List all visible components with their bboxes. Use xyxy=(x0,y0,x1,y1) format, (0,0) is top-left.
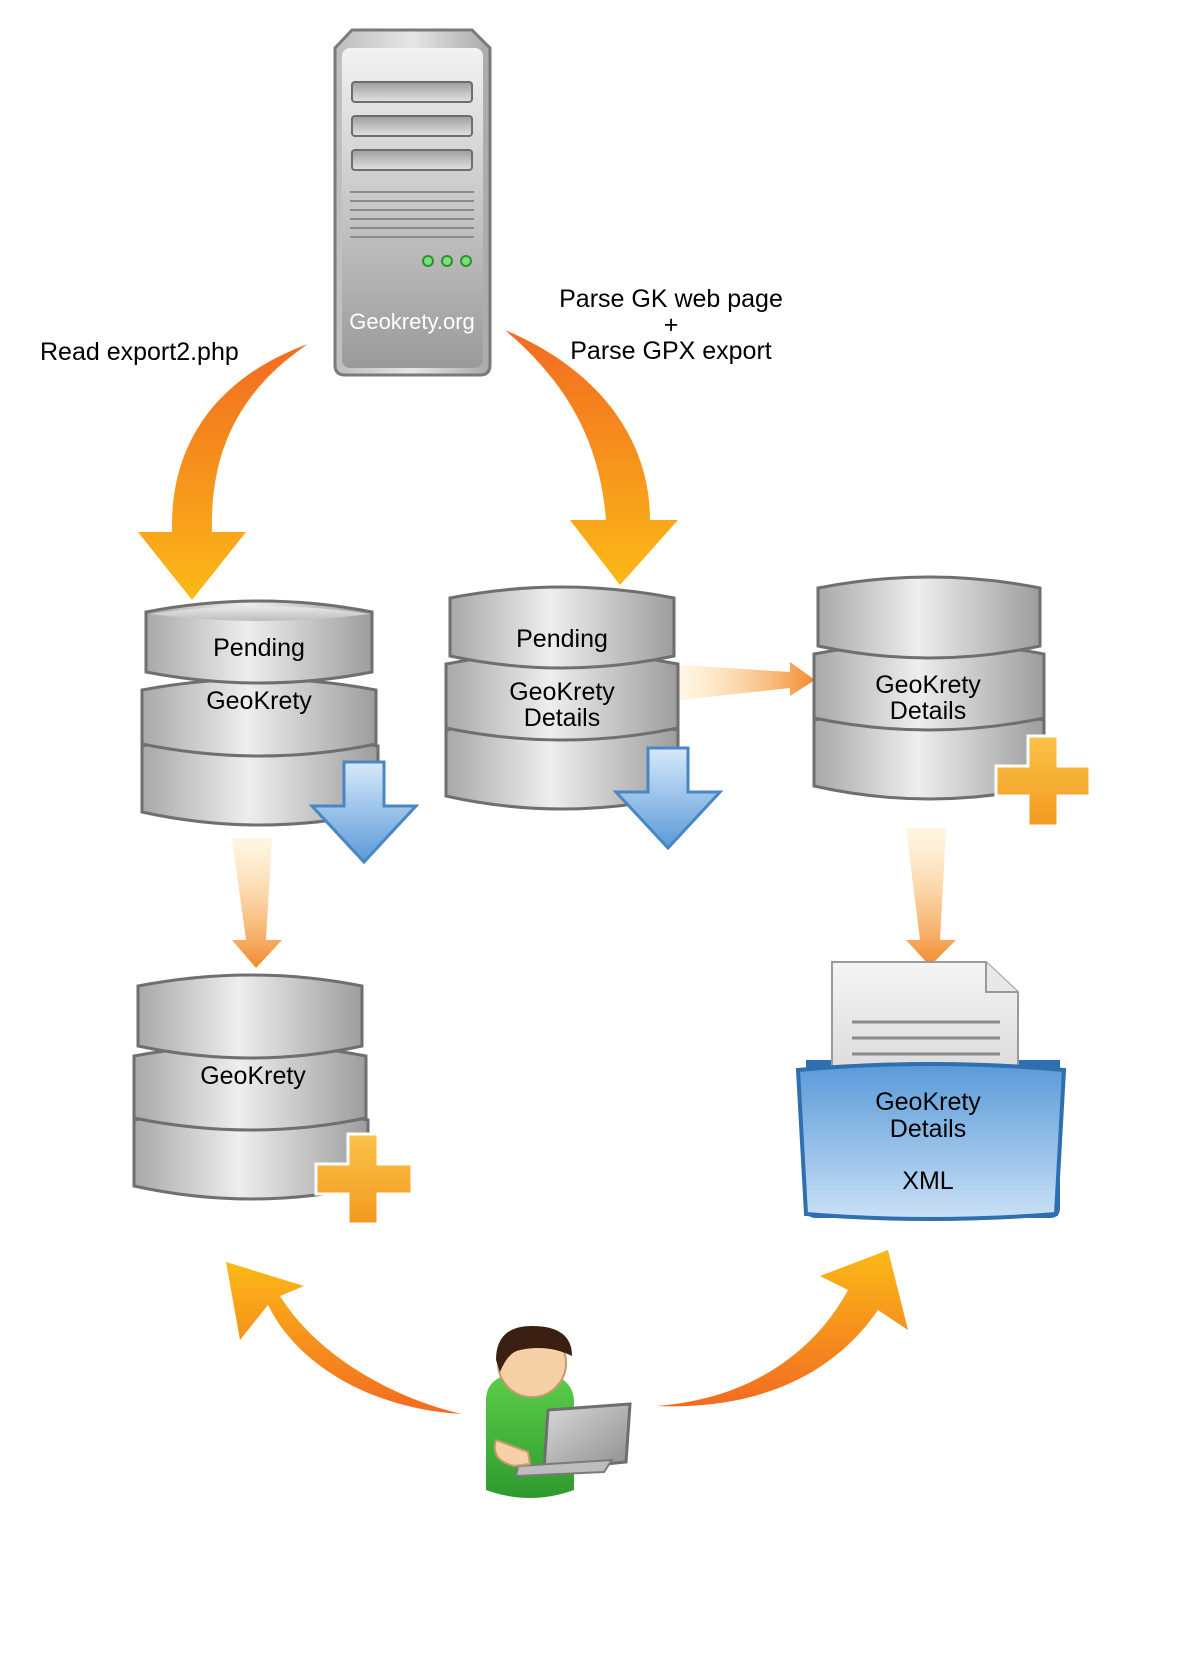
db-geokrety-details-middle-line1: GeoKrety xyxy=(875,671,981,699)
plus-icon xyxy=(314,1132,414,1226)
arrow-server-to-pending-geokrety xyxy=(138,344,308,600)
server-icon xyxy=(333,28,492,377)
annotation-parse-line1: Parse GK web page xyxy=(559,285,783,313)
xml-folder-line3: XML xyxy=(902,1167,954,1195)
database-geokrety-details xyxy=(812,575,1046,801)
db-geokrety-middle-label: GeoKrety xyxy=(200,1062,306,1090)
arrow-user-to-geokrety xyxy=(226,1262,462,1414)
flow-arrow-details-to-details xyxy=(680,662,815,700)
db-pending-geokrety-middle-label: GeoKrety xyxy=(206,687,312,715)
db-pending-details-top-label: Pending xyxy=(516,625,608,653)
plus-icon xyxy=(994,734,1092,828)
user-avatar-icon xyxy=(486,1326,632,1498)
xml-folder-line1: GeoKrety xyxy=(875,1088,981,1116)
xml-folder-icon xyxy=(795,961,1067,1221)
db-pending-geokrety-top-label: Pending xyxy=(213,634,305,662)
download-arrow-icon xyxy=(308,760,420,865)
download-arrow-icon xyxy=(612,746,724,851)
server-label: Geokrety.org xyxy=(349,309,475,334)
db-pending-details-middle-line2: Details xyxy=(523,704,601,732)
database-pending-details xyxy=(444,585,680,811)
annotation-parse-line2: + xyxy=(663,311,679,339)
arrow-user-to-xml xyxy=(656,1250,908,1407)
flow-arrow-details-to-xml xyxy=(906,828,956,966)
flow-arrow-pending-to-geokrety xyxy=(232,838,282,968)
xml-folder-line2: Details xyxy=(889,1115,967,1143)
annotation-parse-line3: Parse GPX export xyxy=(570,337,772,365)
annotation-read-export: Read export2.php xyxy=(40,338,239,366)
db-pending-details-middle-line1: GeoKrety xyxy=(509,678,615,706)
arrow-server-to-pending-details xyxy=(505,330,678,585)
database-geokrety xyxy=(132,973,370,1201)
db-geokrety-details-middle-line2: Details xyxy=(889,697,967,725)
